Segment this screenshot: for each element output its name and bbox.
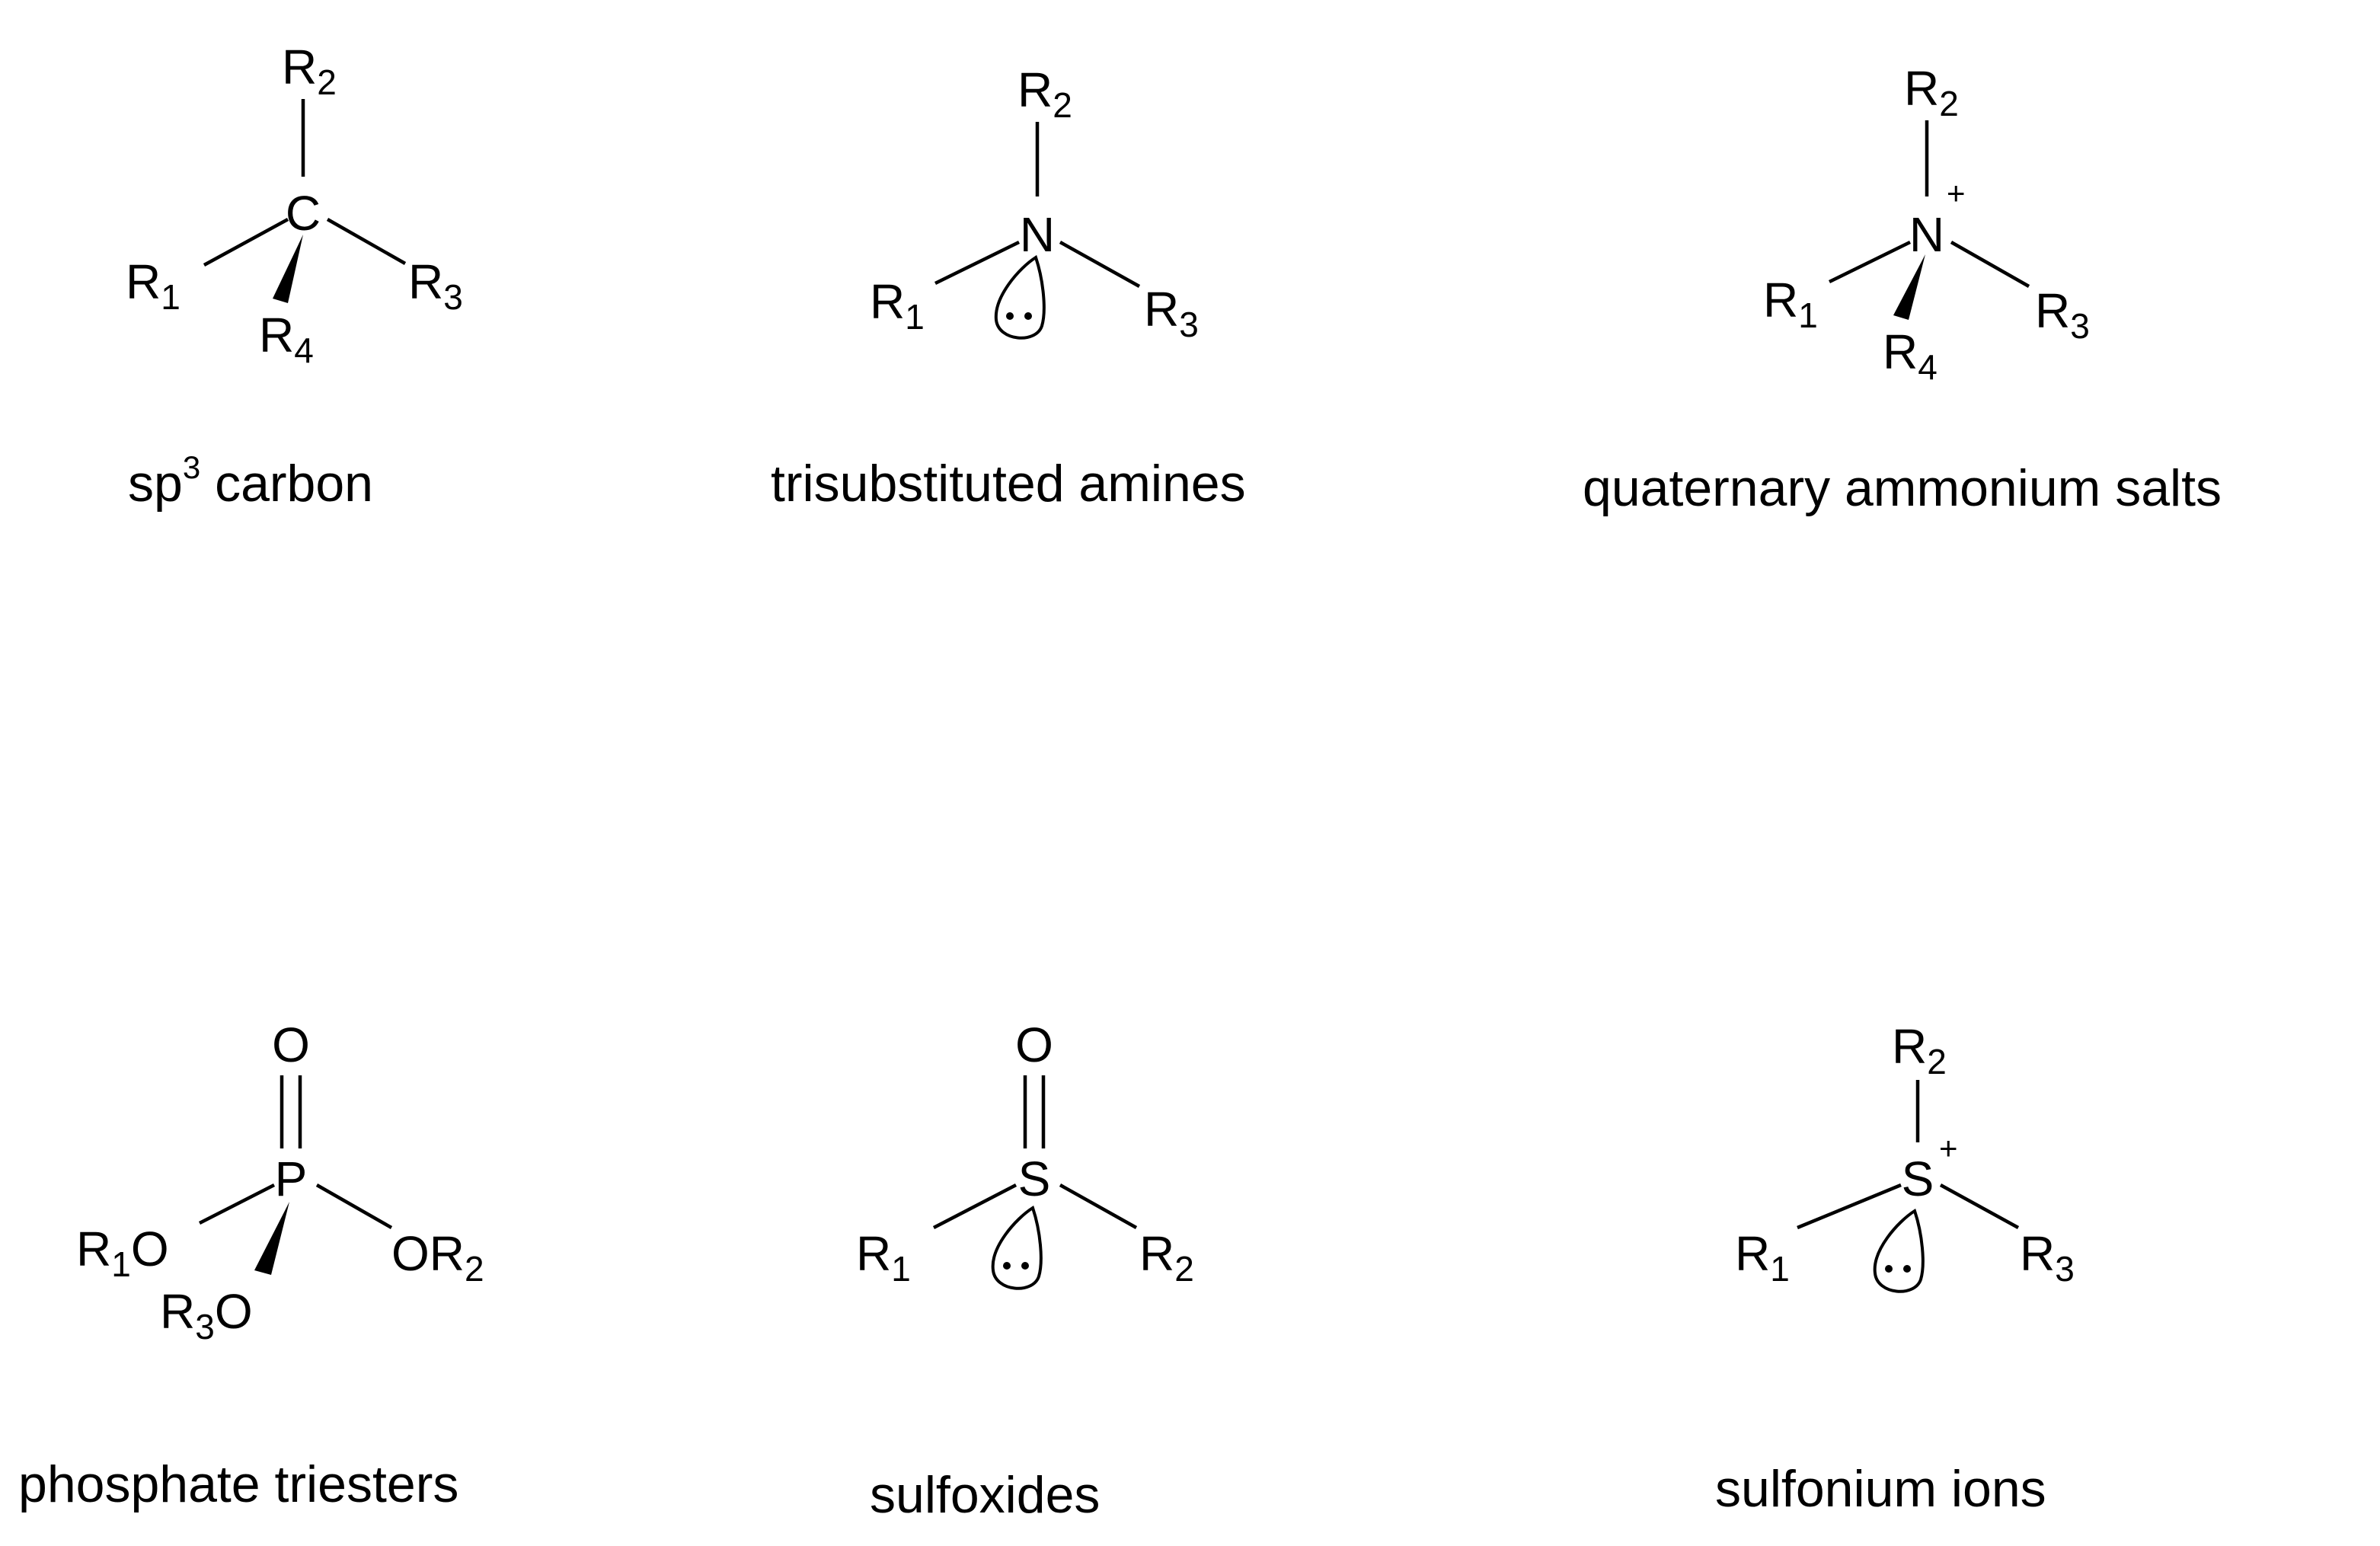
lone-pair-electron-left	[1885, 1265, 1893, 1273]
charge-plus: +	[1939, 1130, 1958, 1166]
label-r1: R1	[870, 274, 925, 337]
label-r3: R3	[2035, 283, 2090, 346]
bond-s-r1	[1797, 1183, 1902, 1230]
bond-n-r3	[1950, 241, 2030, 288]
lone-pair-electron-right	[1903, 1265, 1911, 1273]
caption-quaternary-ammonium-salts: quaternary ammonium salts	[1583, 459, 2222, 517]
lone-pair-orbital	[1873, 1208, 1925, 1293]
quaternary-ammonium-structure: N + R2 R1 R3 R4	[1763, 61, 2090, 387]
bond-n-r1	[1829, 240, 1911, 284]
label-r1o: R1O	[76, 1222, 169, 1284]
bond-c-r3	[326, 218, 407, 265]
atom-o-top: O	[1015, 1017, 1053, 1072]
wedge-bond-p-or3	[254, 1202, 289, 1275]
label-r1: R1	[1763, 273, 1818, 335]
lone-pair-electron-right	[1021, 1262, 1029, 1270]
caption-trisubstituted-amines: trisubstituted amines	[771, 455, 1246, 513]
bond-c-r1	[203, 218, 289, 267]
label-r1: R1	[856, 1226, 911, 1289]
label-r2: R2	[282, 40, 337, 102]
amine-structure: N R2 R1 R3	[870, 62, 1199, 344]
caption-phosphate-triesters: phosphate triesters	[18, 1455, 458, 1513]
sulfoxide-structure: O S R1 R2	[856, 1017, 1194, 1290]
lone-pair-orbital	[991, 1205, 1043, 1290]
caption-sulfoxides: sulfoxides	[870, 1466, 1100, 1524]
atom-n: N	[1909, 207, 1944, 262]
atom-s: S	[1018, 1152, 1051, 1206]
lone-pair-electron-right	[1024, 312, 1032, 320]
phosphate-triester-structure: O P R1O OR2 R3O	[76, 1017, 484, 1346]
label-r4: R4	[259, 308, 314, 370]
label-r3: R3	[2020, 1226, 2075, 1289]
lone-pair-electron-left	[1006, 312, 1014, 320]
sulfonium-ion-structure: S + R2 R1 R3	[1735, 1019, 2075, 1293]
atom-s: S	[1902, 1152, 1934, 1206]
atom-p: P	[275, 1152, 308, 1206]
lone-pair-electron-left	[1003, 1262, 1011, 1270]
label-r2: R2	[1904, 61, 1959, 123]
sp3-carbon-structure: C R2 R1 R3 R4	[126, 40, 463, 370]
label-r1: R1	[1735, 1226, 1790, 1289]
wedge-bond-n-r4	[1893, 254, 1925, 320]
label-r3: R3	[1144, 282, 1199, 344]
label-r2: R2	[1139, 1226, 1194, 1289]
wedge-bond-c-r4	[273, 235, 303, 303]
label-r2: R2	[1017, 62, 1072, 125]
label-or2: OR2	[391, 1226, 484, 1289]
label-r1: R1	[126, 254, 180, 317]
bond-p-or1	[198, 1183, 276, 1225]
bond-n-r1	[934, 240, 1020, 286]
caption-sulfonium-ions: sulfonium ions	[1715, 1460, 2046, 1518]
label-r2: R2	[1892, 1019, 1947, 1081]
caption-sp3-carbon: sp3 carbon	[128, 449, 373, 513]
atom-c: C	[286, 186, 321, 241]
atom-n: N	[1020, 207, 1055, 262]
lone-pair-orbital	[994, 254, 1046, 340]
bond-s-r3	[1939, 1183, 2020, 1229]
label-r4: R4	[1883, 324, 1938, 387]
bond-p-or2	[315, 1183, 393, 1229]
bond-s-r1	[932, 1183, 1017, 1229]
bond-s-r2	[1059, 1183, 1138, 1229]
label-r3o: R3O	[160, 1284, 253, 1346]
atom-o-top: O	[272, 1017, 310, 1072]
charge-plus: +	[1947, 175, 1966, 211]
bond-n-r3	[1059, 241, 1141, 288]
label-r3: R3	[408, 254, 463, 317]
